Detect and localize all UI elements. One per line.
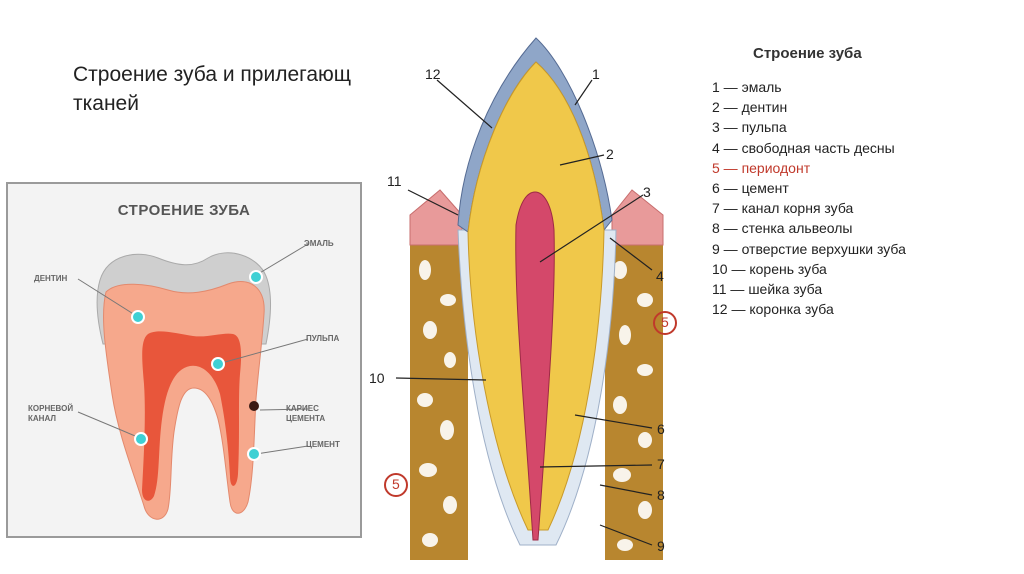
diagram-number-5-right: 5 <box>661 314 669 330</box>
label-caries: КАРИЕС ЦЕМЕНТА <box>286 404 326 423</box>
diagram-number-1: 1 <box>592 66 600 82</box>
legend-item: 10 — корень зуба <box>712 260 827 277</box>
legend-item: 2 — дентин <box>712 99 788 116</box>
pulp <box>515 191 555 541</box>
legend-item: 4 — свободная часть десны <box>712 139 895 156</box>
caries-spot <box>249 401 259 411</box>
marker-enamel <box>249 270 263 284</box>
label-cement: ЦЕМЕНТ <box>306 440 340 449</box>
molar-illustration <box>77 243 309 520</box>
diagram-number-6: 6 <box>657 421 665 437</box>
slide-title: Строение зуба и прилегающ тканей <box>73 60 368 118</box>
diagram-leader-lines <box>395 79 653 546</box>
diagram-number-5-left: 5 <box>392 476 400 492</box>
diagram-number-9: 9 <box>657 538 665 554</box>
diagram-number-7: 7 <box>657 456 665 472</box>
molar-leader-lines <box>77 243 309 455</box>
legend-list: 1 — эмаль 2 — дентин 3 — пульпа 4 — своб… <box>712 77 906 319</box>
label-root-canal: КОРНЕВОЙ КАНАЛ <box>28 404 73 424</box>
legend-item: 6 — цемент <box>712 180 789 197</box>
slide-title-line2: тканей <box>73 92 139 115</box>
molar-markers <box>131 270 263 461</box>
diagram-number-4: 4 <box>656 268 664 284</box>
legend-title: Строение зуба <box>753 45 862 62</box>
periodontium-markers <box>384 311 677 497</box>
legend-item: 3 — пульпа <box>712 119 787 136</box>
marker-root-canal <box>134 432 148 446</box>
legend-item: 12 — коронка зуба <box>712 301 834 318</box>
marker-5-right <box>653 311 677 335</box>
legend-item: 7 — канал корня зуба <box>712 200 854 217</box>
marker-5-left <box>384 473 408 497</box>
diagram-number-8: 8 <box>657 487 665 503</box>
tooth-structure-card: СТРОЕНИЕ ЗУБА ЭМАЛЬ ДЕНТИН ПУ <box>6 182 362 538</box>
diagram-number-10: 10 <box>369 370 385 386</box>
diagram-number-12: 12 <box>425 66 441 82</box>
marker-cement <box>247 447 261 461</box>
legend-item: 1 — эмаль <box>712 79 782 95</box>
marker-dentin <box>131 310 145 324</box>
molar-pulp <box>142 331 242 501</box>
marker-pulp <box>211 357 225 371</box>
slide-title-line1: Строение зуба и прилегающ <box>73 63 352 86</box>
legend-item: 8 — стенка альвеолы <box>712 220 853 237</box>
legend-item: 9 — отверстие верхушки зуба <box>712 240 906 257</box>
diagram-number-3: 3 <box>643 184 651 200</box>
alveolar-bone <box>410 240 663 560</box>
diagram-number-2: 2 <box>606 146 614 162</box>
card-title: СТРОЕНИЕ ЗУБА <box>117 202 251 219</box>
diagram-number-11: 11 <box>387 173 402 189</box>
label-root-canal-line1: КОРНЕВОЙ <box>28 404 74 413</box>
label-pulp: ПУЛЬПА <box>306 334 340 343</box>
label-dentin: ДЕНТИН <box>34 274 68 283</box>
gum <box>409 189 463 246</box>
label-enamel: ЭМАЛЬ <box>304 239 334 248</box>
label-root-canal-line2: КАНАЛ <box>28 414 56 423</box>
legend-item-highlighted: 5 — периодонт <box>712 159 811 176</box>
legend: Строение зуба 1 — эмаль 2 — дентин 3 — п… <box>712 45 906 319</box>
legend-item: 11 — шейка зуба <box>712 281 823 298</box>
